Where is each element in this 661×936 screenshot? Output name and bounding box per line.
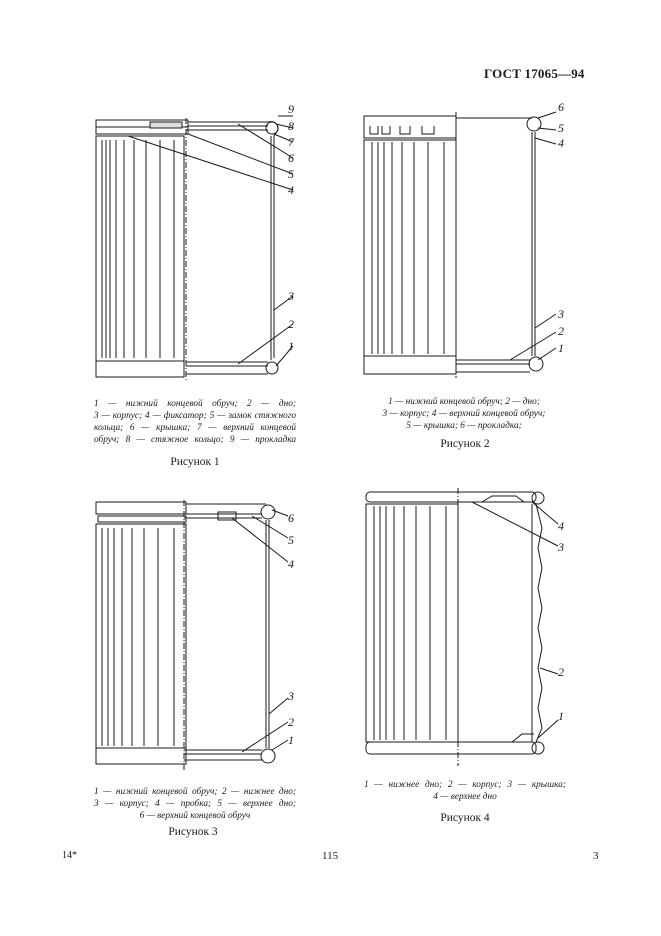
figure-4-caption: Рисунок 4 bbox=[440, 812, 490, 824]
callout-fig1-6: 6 bbox=[288, 151, 294, 165]
callout-fig2-6: 6 bbox=[558, 100, 564, 114]
figure-4-drawing: 4 3 2 1 bbox=[362, 488, 577, 768]
figure-1-legend: 1 — нижний концевой обруч; 2 — дно; 3 — … bbox=[94, 398, 296, 446]
callout-fig3-6: 6 bbox=[288, 511, 294, 525]
legend-line: 1 — нижний концевой обруч; 2 — дно; bbox=[388, 397, 540, 407]
legend-line: кольца; 6 — крышка; 7 — верхний концевой bbox=[94, 423, 296, 433]
figure-4-legend: 1 — нижнее дно; 2 — корпус; 3 — крышка; … bbox=[364, 779, 566, 803]
figure-3-caption: Рисунок 3 bbox=[168, 826, 218, 838]
callout-fig4-4: 4 bbox=[558, 519, 564, 533]
callout-fig1-5: 5 bbox=[288, 167, 294, 181]
legend-line: 1 — нижнее дно; 2 — корпус; 3 — крышка; bbox=[364, 780, 566, 790]
figure-2-legend: 1 — нижний концевой обруч; 2 — дно; 3 — … bbox=[362, 396, 566, 432]
page-number: 115 bbox=[322, 850, 339, 862]
callout-fig2-4: 4 bbox=[558, 136, 564, 150]
callout-fig4-1: 1 bbox=[558, 709, 564, 723]
callout-fig2-2: 2 bbox=[558, 324, 564, 338]
footer-signature-mark: 14* bbox=[62, 850, 77, 861]
callout-fig1-9: 9 bbox=[288, 102, 294, 116]
callout-fig2-1: 1 bbox=[558, 341, 564, 355]
legend-line: 3 — корпус; 4 — фиксатор; 5 — замок стяж… bbox=[94, 411, 296, 421]
figure-2-drawing: 6 5 4 3 2 1 bbox=[360, 98, 575, 378]
callout-fig1-4: 4 bbox=[288, 183, 294, 197]
callout-fig3-1: 1 bbox=[288, 733, 294, 747]
callout-fig1-1: 1 bbox=[288, 339, 294, 353]
legend-line: 6 — верхний концевой обруч bbox=[139, 811, 251, 821]
callout-fig4-2: 2 bbox=[558, 665, 564, 679]
callout-fig1-8: 8 bbox=[288, 119, 294, 133]
callout-fig1-7: 7 bbox=[288, 135, 295, 149]
callout-fig3-2: 2 bbox=[288, 715, 294, 729]
legend-line: 1 — нижний концевой обруч; 2 — нижнее дн… bbox=[94, 787, 296, 797]
callout-fig3-4: 4 bbox=[288, 557, 294, 571]
legend-line: 1 — нижний концевой обруч; 2 — дно; bbox=[94, 399, 296, 409]
callout-fig1-2: 2 bbox=[288, 317, 294, 331]
sheet-number: 3 bbox=[593, 850, 599, 862]
figure-2-caption: Рисунок 2 bbox=[440, 438, 490, 450]
standard-header: ГОСТ 17065—94 bbox=[484, 66, 585, 81]
callout-fig3-3: 3 bbox=[287, 689, 294, 703]
legend-line: 3 — корпус; 4 — пробка; 5 — верхнее дно; bbox=[94, 799, 296, 809]
callout-fig2-3: 3 bbox=[557, 307, 564, 321]
legend-line: обруч; 8 — стяжное кольцо; 9 — прокладка bbox=[94, 435, 296, 445]
callout-fig2-5: 5 bbox=[558, 121, 564, 135]
callout-fig4-3: 3 bbox=[557, 540, 564, 554]
callout-fig1-3: 3 bbox=[287, 289, 294, 303]
figure-3-legend: 1 — нижний концевой обруч; 2 — нижнее дн… bbox=[94, 786, 296, 822]
legend-line: 3 — корпус; 4 — верхний концевой обруч; bbox=[382, 409, 546, 419]
figure-3-drawing: 6 5 4 3 2 1 bbox=[92, 498, 312, 773]
figure-1-caption: Рисунок 1 bbox=[170, 456, 220, 468]
figure-1-drawing: 9 8 7 6 5 4 3 2 1 bbox=[88, 100, 310, 385]
callout-fig3-5: 5 bbox=[288, 533, 294, 547]
legend-line: 4 — верхнее дно bbox=[433, 792, 497, 802]
legend-line: 5 — крышка; 6 — прокладка; bbox=[406, 421, 522, 431]
